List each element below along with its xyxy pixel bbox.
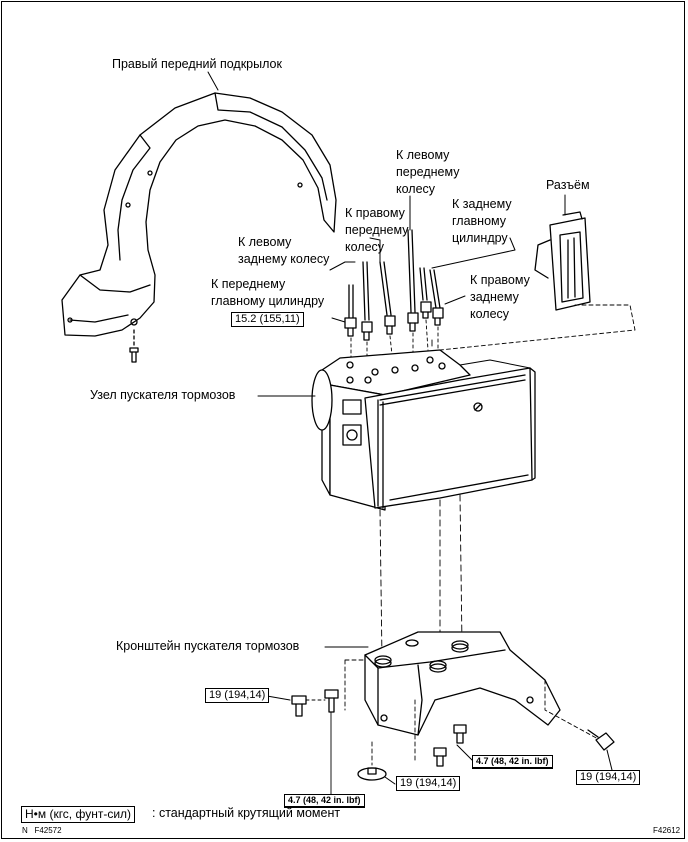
to-right-rear-label-2: заднему — [470, 290, 519, 304]
figure-id-right: F42612 — [653, 826, 681, 835]
torque-bolt-right: 19 (194,14) — [576, 770, 641, 785]
alignment-lines — [379, 339, 463, 666]
to-rear-master-label-1: К заднему — [452, 197, 512, 211]
to-left-front-label-1: К левому — [396, 148, 450, 162]
to-right-front-label-2: переднему — [345, 223, 409, 237]
to-right-front-label-3: колесу — [345, 240, 385, 254]
connector-drawing — [439, 211, 636, 351]
torque-bolt-left: 19 (194,14) — [205, 688, 270, 703]
fasteners-drawing — [291, 689, 615, 801]
to-front-master-label-1: К переднему — [211, 277, 286, 291]
brake-pipes-drawing — [344, 229, 444, 361]
torque-nut-left: 4.7 (48, 42 in. lbf) — [284, 794, 365, 808]
to-right-rear-label-3: колесу — [470, 307, 510, 321]
legend-text: : стандартный крутящий момент — [152, 806, 341, 820]
torque-bolt-center: 19 (194,14) — [396, 776, 461, 791]
figure-id-left: N F42572 — [22, 826, 62, 835]
to-left-front-label-3: колесу — [396, 182, 436, 196]
bracket-label: Кронштейн пускателя тормозов — [116, 639, 300, 653]
bracket-drawing — [344, 631, 601, 766]
to-left-rear-label-2: заднему колесу — [238, 252, 330, 266]
to-right-rear-label-1: К правому — [470, 273, 530, 287]
to-right-front-label-1: К правому — [345, 206, 405, 220]
to-left-rear-label-1: К левому — [238, 235, 292, 249]
to-left-front-label-2: переднему — [396, 165, 460, 179]
connector-label: Разъём — [546, 178, 590, 192]
actuator-drawing — [311, 349, 536, 511]
actuator-label: Узел пускателя тормозов — [90, 388, 236, 402]
leader-lines — [207, 71, 613, 801]
torque-brake-lines: 15.2 (155,11) — [231, 312, 304, 327]
to-rear-master-label-2: главному — [452, 214, 507, 228]
torque-nut-center: 4.7 (48, 42 in. lbf) — [472, 755, 553, 769]
legend-unit-box: Н•м (кгс, фунт-сил) — [21, 806, 136, 823]
to-front-master-label-2: главному цилиндру — [211, 294, 325, 308]
fender-liner-drawing — [61, 92, 337, 363]
fender-liner-label: Правый передний подкрылок — [112, 57, 282, 71]
to-rear-master-label-3: цилиндру — [452, 231, 508, 245]
